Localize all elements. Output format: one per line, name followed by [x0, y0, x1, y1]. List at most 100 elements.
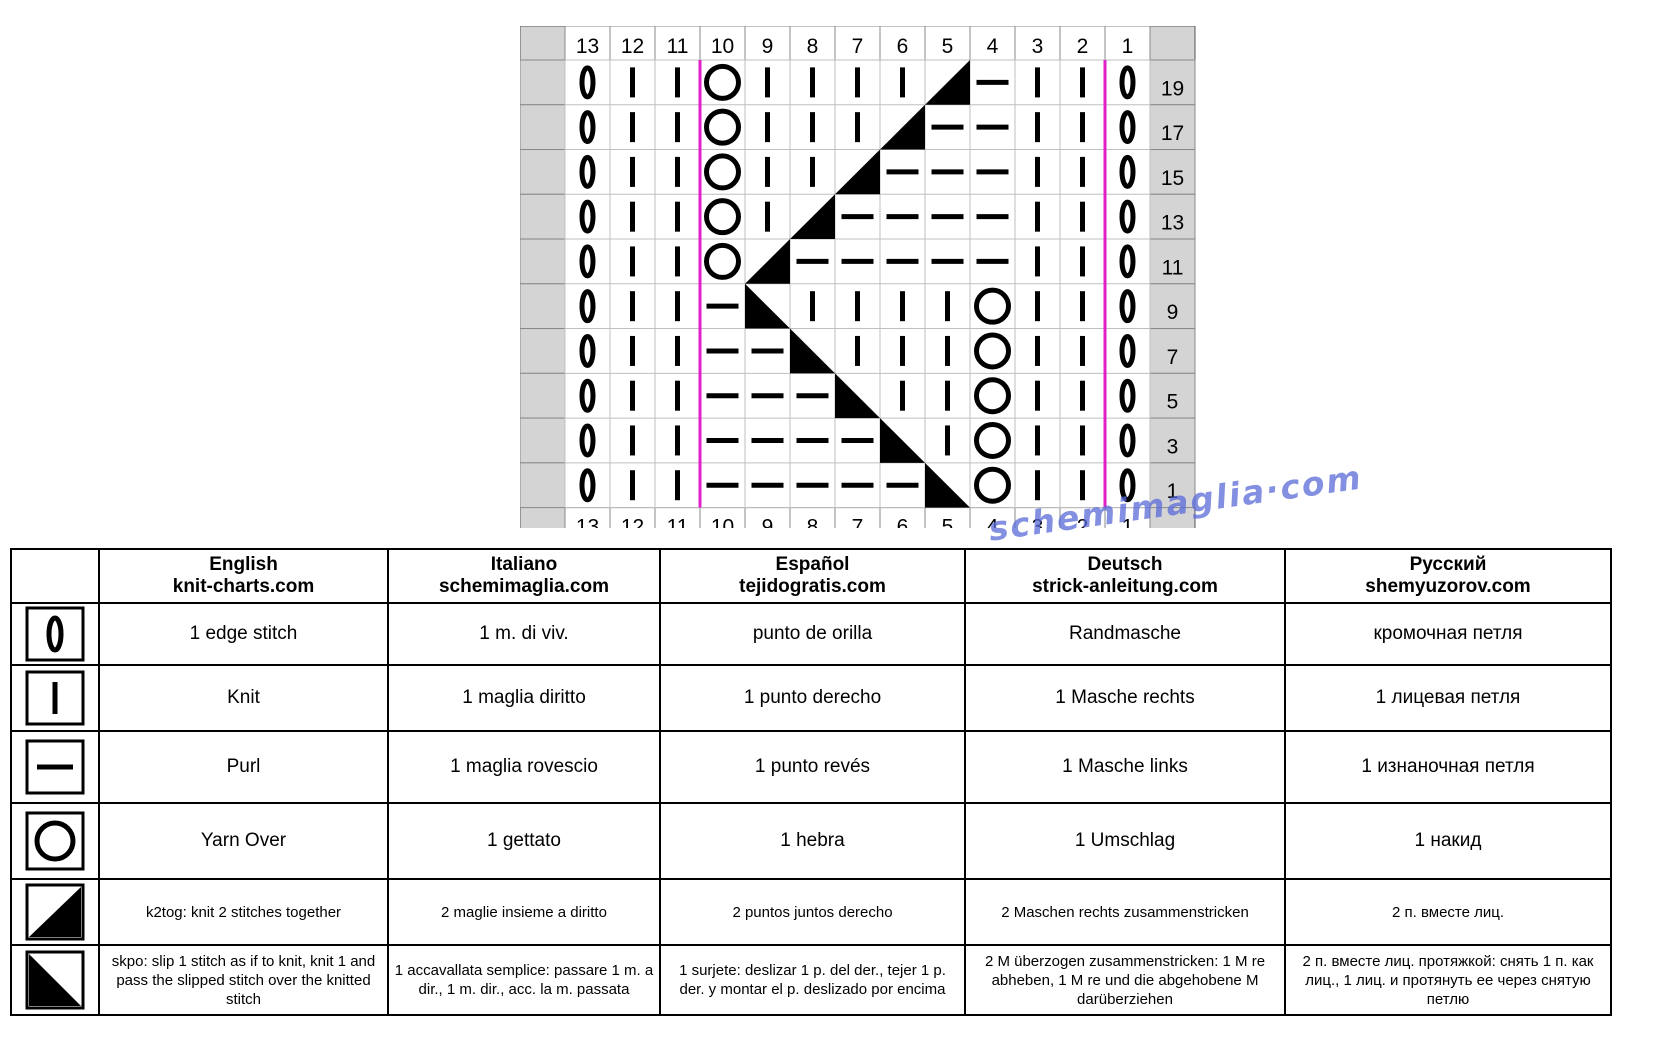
column-label-top: 1 — [1122, 35, 1134, 58]
row-side-cell — [520, 59, 566, 106]
legend-text: Purl — [98, 730, 389, 804]
column-label-top: 5 — [942, 35, 954, 58]
legend-text: 1 punto revés — [659, 730, 966, 804]
yarn-over-symbol — [974, 377, 1011, 415]
legend-symbol-cell — [10, 730, 100, 804]
column-label-bottom: 10 — [711, 516, 734, 528]
legend-text: Yarn Over — [98, 802, 389, 880]
legend-text: Randmasche — [964, 602, 1286, 666]
legend-text: 1 gettato — [387, 802, 661, 880]
edge-stitch-symbol — [579, 423, 596, 458]
skpo-icon — [25, 950, 85, 1010]
edge-stitch-symbol — [579, 333, 596, 368]
skpo-symbol — [790, 328, 835, 374]
column-label-cell — [879, 26, 926, 61]
column-label-bottom: 9 — [762, 516, 774, 528]
edge-stitch-symbol — [579, 244, 596, 279]
edge-stitch-symbol — [579, 154, 596, 189]
row-label: 15 — [1161, 167, 1184, 190]
purl-icon — [25, 739, 85, 795]
legend-row: skpo: slip 1 stitch as if to knit, knit … — [10, 944, 1612, 1016]
column-label-top: 8 — [807, 35, 819, 58]
legend-text: 1 punto derecho — [659, 664, 966, 732]
column-label-top: 4 — [987, 35, 999, 58]
yarn-over-symbol — [704, 198, 741, 236]
yarn-over-symbol — [974, 466, 1011, 504]
column-label-bottom: 7 — [852, 516, 864, 528]
legend-header-symbol — [10, 548, 100, 604]
row-label: 11 — [1162, 256, 1184, 279]
column-label-bottom: 6 — [897, 516, 909, 528]
column-label-top: 12 — [621, 35, 644, 58]
knitting-chart-grid: 1313121211111010998877665544332211191715… — [520, 26, 1196, 528]
row-label: 1 — [1167, 480, 1179, 503]
row-side-cell — [520, 104, 566, 151]
legend-row: Purl 1 maglia rovescio 1 punto revés 1 M… — [10, 730, 1612, 804]
legend-symbol-cell — [10, 602, 100, 666]
row-label: 5 — [1167, 391, 1179, 414]
row-side-cell — [520, 283, 566, 330]
column-label-bottom: 4 — [987, 516, 999, 528]
row-label: 19 — [1161, 77, 1184, 100]
k2tog-icon — [25, 883, 85, 941]
yarn-over-symbol — [974, 332, 1011, 370]
edge-stitch-symbol — [1119, 65, 1136, 100]
yarn-over-symbol — [974, 287, 1011, 325]
row-side-cell — [520, 193, 566, 240]
column-label-top: 2 — [1077, 35, 1089, 58]
column-label-top: 6 — [897, 35, 909, 58]
k2tog-symbol — [745, 239, 790, 284]
column-label-cell — [1059, 26, 1106, 61]
legend-text: 1 hebra — [659, 802, 966, 880]
row-side-cell — [520, 462, 566, 509]
column-label-top: 13 — [576, 35, 599, 58]
legend-text: 1 surjete: deslizar 1 p. del der., tejer… — [659, 944, 966, 1016]
row-label-cell — [1149, 328, 1196, 374]
edge-stitch-icon — [25, 606, 85, 662]
legend-text: кромочная петля — [1284, 602, 1612, 666]
legend-text: 2 п. вместе лиц. — [1284, 878, 1612, 946]
legend-text: skpo: slip 1 stitch as if to knit, knit … — [98, 944, 389, 1016]
k2tog-symbol — [880, 104, 925, 150]
legend-text: 1 Umschlag — [964, 802, 1286, 880]
row-label: 13 — [1161, 212, 1184, 235]
row-label-cell — [1149, 417, 1196, 464]
column-label-bottom: 8 — [807, 516, 819, 528]
legend-text: 2 M überzogen zusammenstricken: 1 M re a… — [964, 944, 1286, 1016]
column-label-top: 11 — [667, 35, 689, 58]
skpo-symbol — [745, 283, 790, 329]
knit-icon — [25, 670, 85, 726]
k2tog-symbol — [790, 194, 835, 240]
legend-text: 1 maglia rovescio — [387, 730, 661, 804]
legend-text: 1 накид — [1284, 802, 1612, 880]
edge-stitch-symbol — [579, 289, 596, 324]
row-label-cell — [1149, 238, 1196, 285]
edge-stitch-symbol — [1119, 333, 1136, 368]
edge-stitch-symbol — [1119, 378, 1136, 413]
yarn-over-symbol — [704, 63, 741, 101]
row-label: 17 — [1161, 122, 1184, 145]
legend-symbol-cell — [10, 944, 100, 1016]
legend-text: 1 edge stitch — [98, 602, 389, 666]
row-side-cell — [520, 328, 566, 374]
column-label-cell — [1104, 26, 1151, 61]
yarn-over-symbol — [704, 242, 741, 280]
column-label-top: 3 — [1032, 35, 1044, 58]
row-label: 7 — [1167, 346, 1179, 369]
edge-stitch-symbol — [1119, 244, 1136, 279]
yarn-over-symbol — [704, 108, 741, 146]
legend-text: k2tog: knit 2 stitches together — [98, 878, 389, 946]
edge-stitch-symbol — [579, 65, 596, 100]
edge-stitch-symbol — [579, 468, 596, 503]
legend-row: k2tog: knit 2 stitches together 2 maglie… — [10, 878, 1612, 946]
column-label-cell — [1014, 26, 1061, 61]
edge-stitch-symbol — [1119, 289, 1136, 324]
row-side-cell — [520, 149, 566, 195]
skpo-symbol — [835, 373, 880, 419]
yarn-over-symbol — [704, 153, 741, 191]
